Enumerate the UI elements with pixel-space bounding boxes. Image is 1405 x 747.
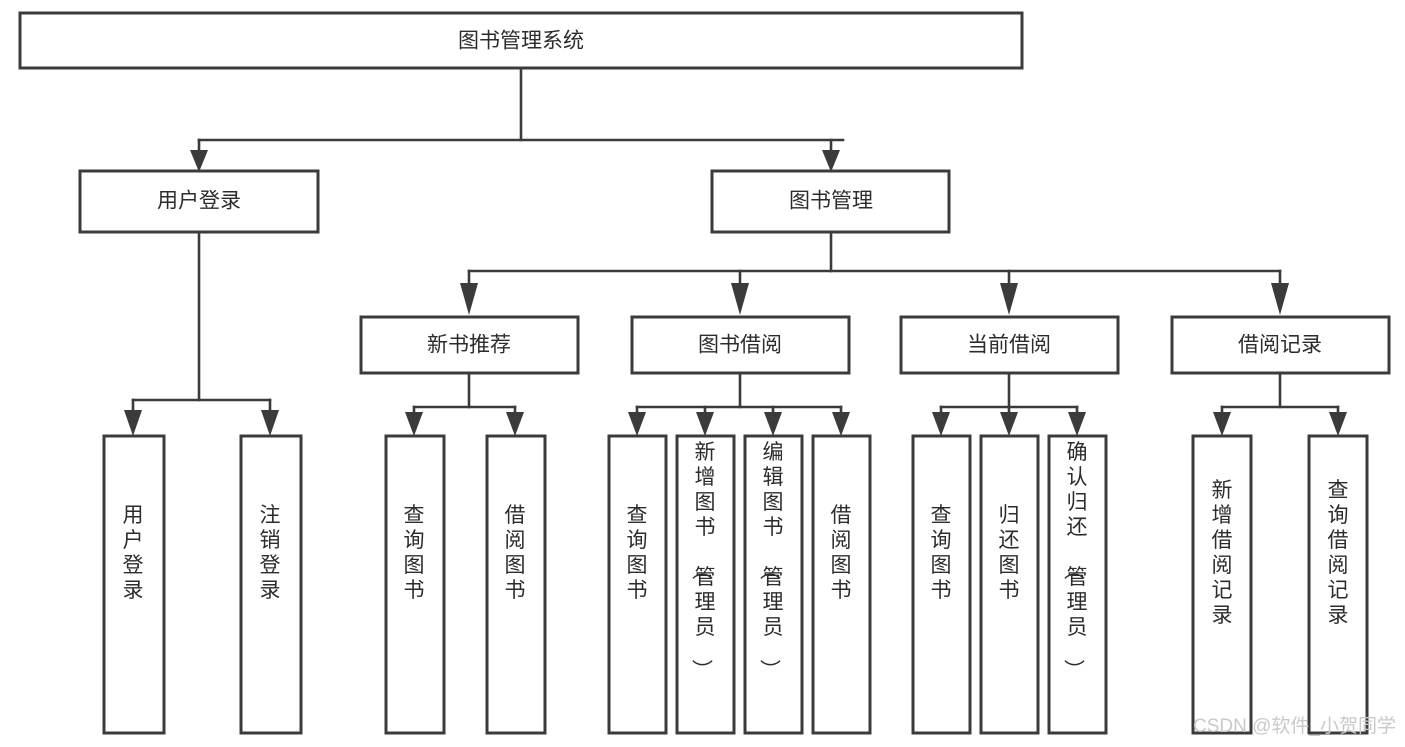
connector-group-new-book-recommend-to-leaves [405, 371, 524, 436]
arrow-head-leaf-edit-book [764, 412, 782, 436]
node-leaf-query-book-1-box[interactable] [384, 434, 446, 735]
node-leaf-borrow-book-2-label: 借阅图书 [831, 504, 852, 602]
connector-group-root-to-level1 [190, 66, 845, 172]
arrow-head-leaf-add-book [696, 412, 714, 436]
node-book-borrow-label: 图书借阅 [698, 334, 782, 357]
node-leaf-borrow-book-1-label: 借阅图书 [505, 504, 526, 602]
node-book-management-label: 图书管理 [789, 190, 873, 213]
node-new-book-recommend[interactable]: 新书推荐 [359, 315, 580, 375]
node-leaf-user-login[interactable]: 用户登录 [102, 434, 166, 735]
arrow-head-borrow-record [1271, 283, 1289, 315]
node-leaf-add-book[interactable]: 新增图书（管理员） [675, 434, 736, 735]
node-leaf-logout-login[interactable]: 注销登录 [239, 434, 303, 735]
arrow-head-leaf-query-book-3 [932, 412, 950, 436]
node-leaf-query-record-box[interactable] [1307, 434, 1369, 735]
node-leaf-confirm-return-label: 确认归还（管理员） [1062, 441, 1088, 680]
node-leaf-add-record-label: 新增借阅记录 [1212, 479, 1233, 627]
node-root-label: 图书管理系统 [458, 30, 584, 53]
node-leaf-edit-book-box[interactable] [743, 434, 804, 735]
node-leaf-logout-login-label: 注销登录 [260, 504, 281, 602]
node-leaf-user-login-label: 用户登录 [123, 504, 144, 602]
node-leaf-confirm-return[interactable]: 确认归还（管理员） [1047, 434, 1108, 735]
arrow-head-leaf-return-book [1000, 412, 1018, 436]
arrow-head-leaf-logout-login [261, 410, 279, 436]
node-leaf-borrow-book-1-box[interactable] [485, 434, 547, 735]
node-leaf-borrow-book-2-box[interactable] [811, 434, 872, 735]
node-current-borrow-box[interactable] [899, 315, 1120, 375]
arrow-head-leaf-user-login [124, 410, 142, 436]
node-leaf-query-book-2-label: 查询图书 [627, 504, 648, 602]
node-current-borrow-label: 当前借阅 [967, 334, 1051, 357]
node-leaf-add-record-box[interactable] [1191, 434, 1253, 735]
csdn-watermark: CSDN @软件_小贺同学 [1193, 715, 1396, 737]
node-leaf-query-book-2[interactable]: 查询图书 [607, 434, 668, 735]
node-leaf-user-login-box[interactable] [102, 434, 166, 735]
node-leaf-return-book-label: 归还图书 [999, 504, 1020, 602]
node-leaf-query-book-3-box[interactable] [911, 434, 972, 735]
arrow-head-leaf-query-record [1329, 412, 1347, 436]
node-leaf-query-record-label: 查询借阅记录 [1328, 479, 1349, 627]
arrow-head-book-borrow [731, 283, 749, 315]
node-leaf-return-book-box[interactable] [979, 434, 1040, 735]
node-book-borrow-box[interactable] [630, 315, 851, 375]
node-leaf-confirm-return-box[interactable] [1047, 434, 1108, 735]
node-borrow-record-box[interactable] [1170, 315, 1391, 375]
node-leaf-query-book-2-box[interactable] [607, 434, 668, 735]
node-current-borrow[interactable]: 当前借阅 [899, 315, 1120, 375]
node-book-borrow[interactable]: 图书借阅 [630, 315, 851, 375]
arrow-head-leaf-borrow-book-2 [832, 412, 850, 436]
node-leaf-borrow-book-1[interactable]: 借阅图书 [485, 434, 547, 735]
arrow-head-user-login [190, 150, 208, 172]
node-leaf-borrow-book-2[interactable]: 借阅图书 [811, 434, 872, 735]
arrow-head-leaf-query-book-2 [628, 412, 646, 436]
node-leaf-query-book-3-label: 查询图书 [931, 504, 952, 602]
arrow-head-leaf-confirm-return [1068, 412, 1086, 436]
node-new-book-recommend-box[interactable] [359, 315, 580, 375]
arrow-head-leaf-add-record [1213, 412, 1231, 436]
node-leaf-logout-login-box[interactable] [239, 434, 303, 735]
connector-group-borrow-record-to-leaves [1213, 371, 1347, 436]
node-user-login-box[interactable] [78, 169, 320, 234]
node-leaf-add-book-label: 新增图书（管理员） [690, 441, 716, 680]
node-user-login-label: 用户登录 [157, 190, 241, 213]
node-user-login[interactable]: 用户登录 [78, 169, 320, 234]
node-leaf-return-book[interactable]: 归还图书 [979, 434, 1040, 735]
node-leaf-query-book-1[interactable]: 查询图书 [384, 434, 446, 735]
node-leaf-query-book-1-label: 查询图书 [404, 504, 425, 602]
node-book-management-box[interactable] [710, 169, 951, 234]
arrow-head-book-management [822, 150, 840, 172]
arrow-head-leaf-query-book-1 [405, 412, 423, 436]
node-root[interactable]: 图书管理系统 [18, 11, 1024, 70]
node-leaf-query-book-3[interactable]: 查询图书 [911, 434, 972, 735]
node-new-book-recommend-label: 新书推荐 [427, 334, 511, 357]
node-borrow-record[interactable]: 借阅记录 [1170, 315, 1391, 375]
connector-group-book-borrow-to-leaves [628, 371, 850, 436]
node-leaf-add-book-box[interactable] [675, 434, 736, 735]
arrow-head-new-book-recommend [460, 283, 478, 315]
arrow-head-current-borrow [1000, 283, 1018, 315]
node-leaf-query-record[interactable]: 查询借阅记录 [1307, 434, 1369, 735]
node-root-box[interactable] [18, 11, 1024, 70]
node-leaf-edit-book-label: 编辑图书（管理员） [758, 441, 784, 680]
node-leaf-add-record[interactable]: 新增借阅记录 [1191, 434, 1253, 735]
arrow-head-leaf-borrow-book-1 [506, 412, 524, 436]
connector-group-book-management-to-level2 [460, 230, 1289, 315]
node-book-management[interactable]: 图书管理 [710, 169, 951, 234]
connector-group-current-borrow-to-leaves [932, 371, 1086, 436]
node-leaf-edit-book[interactable]: 编辑图书（管理员） [743, 434, 804, 735]
node-borrow-record-label: 借阅记录 [1238, 334, 1322, 357]
connector-group-user-login-to-leaves [124, 230, 279, 436]
